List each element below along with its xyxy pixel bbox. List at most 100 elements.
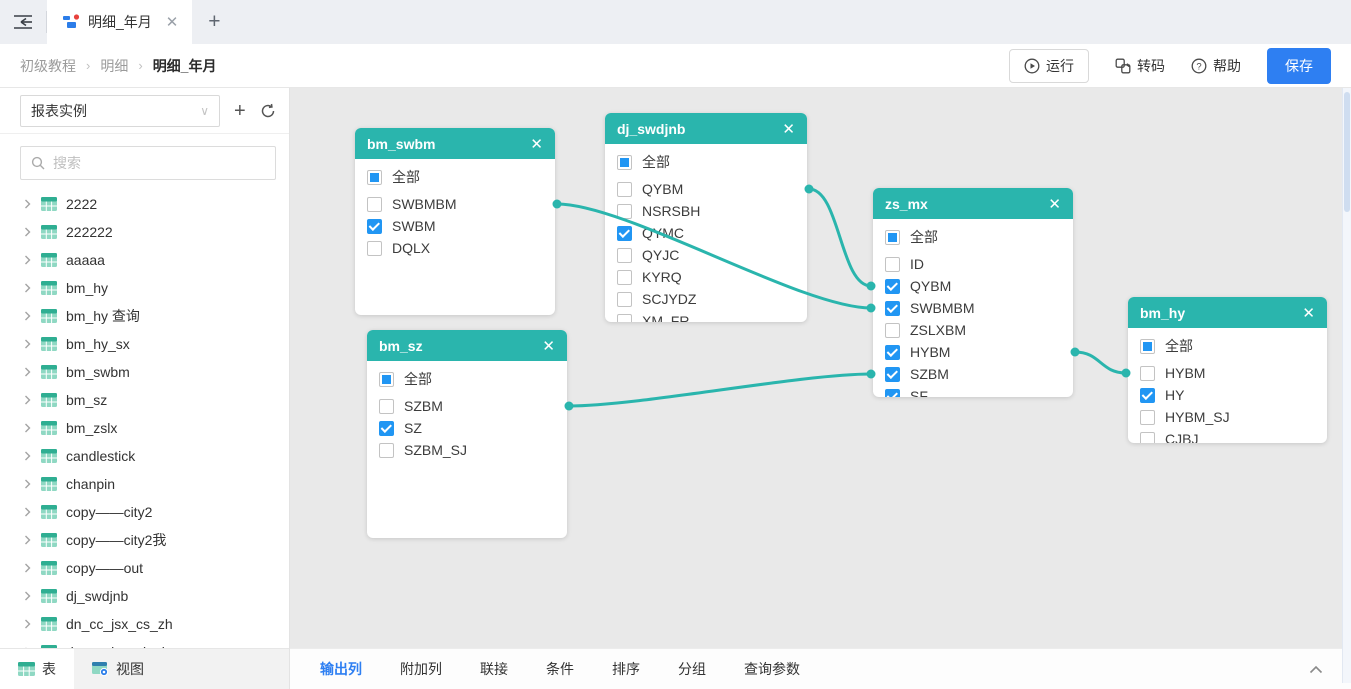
close-icon[interactable]: ✕ [782,120,795,138]
field-checkbox[interactable] [379,371,394,387]
chevron-right-icon[interactable] [24,339,32,349]
field-row[interactable]: NSRSBH [617,200,795,222]
chevron-right-icon[interactable] [24,451,32,461]
table-card[interactable]: dj_swdjnb ✕ 全部 QYBM NSRSBH QYMC QYJC KYR… [605,113,807,322]
field-row[interactable]: HY [1140,384,1315,406]
field-row[interactable]: 全部 [1140,335,1315,357]
field-row[interactable]: KYRQ [617,266,795,288]
field-row[interactable]: QYMC [617,222,795,244]
field-checkbox[interactable] [885,300,900,316]
field-checkbox[interactable] [367,240,382,256]
chevron-right-icon[interactable] [24,255,32,265]
field-checkbox[interactable] [617,181,632,197]
table-card-header[interactable]: bm_hy ✕ [1128,297,1327,328]
field-checkbox[interactable] [617,225,632,241]
tree-item[interactable]: 2222 [0,190,289,218]
field-checkbox[interactable] [1140,365,1155,381]
close-icon[interactable]: ✕ [1048,195,1061,213]
field-row[interactable]: 全部 [367,166,543,188]
new-tab-button[interactable]: + [208,10,221,33]
collapse-panel-icon[interactable] [1309,665,1323,674]
tree-item[interactable]: bm_hy_sx [0,330,289,358]
field-row[interactable]: ID [885,253,1061,275]
field-checkbox[interactable] [379,442,394,458]
field-checkbox[interactable] [885,256,900,272]
tree-item[interactable]: dn_cc_jsx_yjg_jg [0,638,289,648]
table-card[interactable]: bm_sz ✕ 全部 SZBM SZ SZBM_SJ [367,330,567,538]
chevron-right-icon[interactable] [24,199,32,209]
field-row[interactable]: CJBJ [1140,428,1315,443]
field-checkbox[interactable] [1140,338,1155,354]
instance-select[interactable]: 报表实例 ∨ [20,94,220,127]
field-checkbox[interactable] [617,269,632,285]
run-button[interactable]: 运行 [1009,48,1089,83]
chevron-right-icon[interactable] [24,367,32,377]
tree-item[interactable]: copy——city2我 [0,526,289,554]
field-checkbox[interactable] [1140,387,1155,403]
tab-close-icon[interactable]: ✕ [165,14,179,31]
tree-item[interactable]: bm_swbm [0,358,289,386]
field-checkbox[interactable] [617,313,632,322]
field-row[interactable]: ZSLXBM [885,319,1061,341]
close-icon[interactable]: ✕ [1302,304,1315,322]
field-checkbox[interactable] [617,247,632,263]
table-card[interactable]: zs_mx ✕ 全部 ID QYBM SWBMBM ZSLXBM HYBM SZ… [873,188,1073,397]
tree-item[interactable]: bm_hy 查询 [0,302,289,330]
field-checkbox[interactable] [617,291,632,307]
field-row[interactable]: XM_FR [617,310,795,322]
tree-item[interactable]: dn_cc_jsx_cs_zh [0,610,289,638]
field-row[interactable]: SWBMBM [367,193,543,215]
field-row[interactable]: 全部 [379,368,555,390]
field-row[interactable]: SZBM [379,395,555,417]
chevron-right-icon[interactable] [24,283,32,293]
tree-item[interactable]: bm_sz [0,386,289,414]
property-tab-item[interactable]: 排序 [612,661,640,677]
field-checkbox[interactable] [1140,409,1155,425]
chevron-right-icon[interactable] [24,479,32,489]
field-row[interactable]: QYBM [617,178,795,200]
tree-item[interactable]: bm_hy [0,274,289,302]
field-row[interactable]: SZBM_SJ [379,439,555,461]
save-button[interactable]: 保存 [1267,47,1331,84]
tree-item[interactable]: 222222 [0,218,289,246]
chevron-right-icon[interactable] [24,507,32,517]
table-card[interactable]: bm_hy ✕ 全部 HYBM HY HYBM_SJ CJBJ [1128,297,1327,443]
field-checkbox[interactable] [885,322,900,338]
field-row[interactable]: SCJYDZ [617,288,795,310]
chevron-right-icon[interactable] [24,423,32,433]
field-checkbox[interactable] [617,154,632,170]
field-row[interactable]: DQLX [367,237,543,259]
field-checkbox[interactable] [885,278,900,294]
field-checkbox[interactable] [367,196,382,212]
refresh-icon[interactable] [260,103,276,119]
tree-item[interactable]: chanpin [0,470,289,498]
query-canvas[interactable]: bm_swbm ✕ 全部 SWBMBM SWBM DQLX dj_swdjnb … [290,88,1351,689]
table-card-header[interactable]: bm_swbm ✕ [355,128,555,159]
chevron-right-icon[interactable] [24,591,32,601]
tree-item[interactable]: copy——city2 [0,498,289,526]
help-button[interactable]: ? 帮助 [1191,56,1241,76]
sidebar-collapse-icon[interactable] [0,0,46,44]
field-checkbox[interactable] [367,169,382,185]
field-checkbox[interactable] [1140,431,1155,443]
property-tab-item[interactable]: 条件 [546,661,574,677]
table-card-header[interactable]: bm_sz ✕ [367,330,567,361]
window-scrollbar[interactable] [1342,88,1351,683]
field-row[interactable]: QYJC [617,244,795,266]
field-checkbox[interactable] [379,420,394,436]
sidebar-tab[interactable]: 表 [0,649,74,689]
field-row[interactable]: 全部 [617,151,795,173]
table-card-header[interactable]: dj_swdjnb ✕ [605,113,807,144]
field-row[interactable]: HYBM [1140,362,1315,384]
tree-item[interactable]: aaaaa [0,246,289,274]
chevron-right-icon[interactable] [24,227,32,237]
field-row[interactable]: 全部 [885,226,1061,248]
field-checkbox[interactable] [885,344,900,360]
field-row[interactable]: HYBM_SJ [1140,406,1315,428]
sidebar-tab[interactable]: 视图 [74,649,162,689]
document-tab[interactable]: 明细_年月 ✕ [47,0,193,44]
close-icon[interactable]: ✕ [530,135,543,153]
property-tab-active[interactable]: 输出列 [320,661,362,677]
table-card-header[interactable]: zs_mx ✕ [873,188,1073,219]
field-row[interactable]: SZBM [885,363,1061,385]
